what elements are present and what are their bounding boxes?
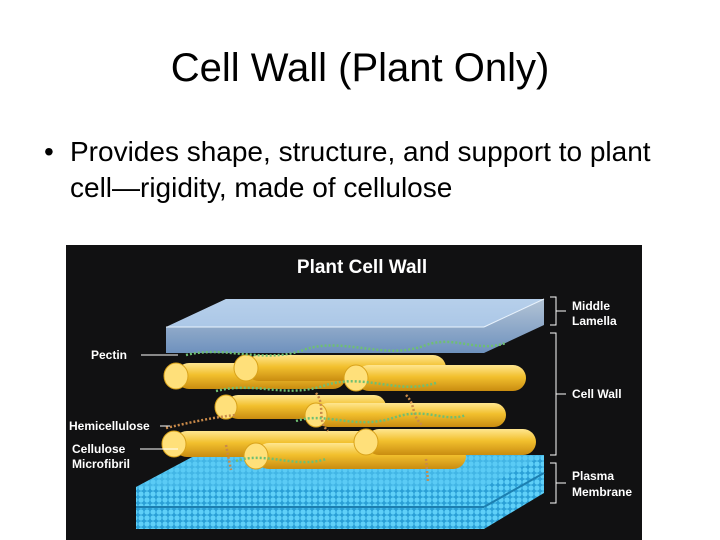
bracket-plasma-membrane — [550, 462, 566, 504]
label-cell-wall: Cell Wall — [572, 387, 622, 401]
bullet-text: Provides shape, structure, and support t… — [70, 136, 651, 203]
label-middle-lamella-1: Middle — [572, 299, 610, 313]
diagram-canvas: Plant Cell Wall — [69, 257, 632, 529]
svg-text:Microfibril: Microfibril — [72, 457, 130, 471]
pectin-strands — [185, 340, 507, 464]
middle-lamella-layer — [166, 298, 545, 353]
label-plasma-membrane-2: Membrane — [572, 485, 632, 499]
label-plasma-membrane-1: Plasma — [572, 469, 614, 483]
figure-title: Plant Cell Wall — [297, 257, 427, 278]
bracket-cell-wall — [550, 332, 566, 456]
bullet-point: • Provides shape, structure, and support… — [44, 134, 684, 206]
hemicellulose-strands — [165, 392, 430, 482]
svg-text:Cellulose: Cellulose — [72, 442, 126, 456]
bracket-middle-lamella — [550, 296, 566, 326]
svg-text:Pectin: Pectin — [91, 348, 127, 362]
bullet-symbol: • — [44, 136, 54, 167]
cellulose-microfibrils — [161, 354, 536, 470]
plant-cell-wall-diagram: Plant Cell Wall — [66, 245, 642, 540]
svg-text:Hemicellulose: Hemicellulose — [69, 419, 150, 433]
label-middle-lamella-2: Lamella — [572, 314, 617, 328]
slide-title: Cell Wall (Plant Only) — [170, 46, 550, 90]
label-hemicellulose: Hemicellulose — [69, 419, 170, 433]
label-pectin: Pectin — [91, 348, 178, 362]
label-cellulose-microfibril: Cellulose Microfibril — [72, 442, 178, 471]
